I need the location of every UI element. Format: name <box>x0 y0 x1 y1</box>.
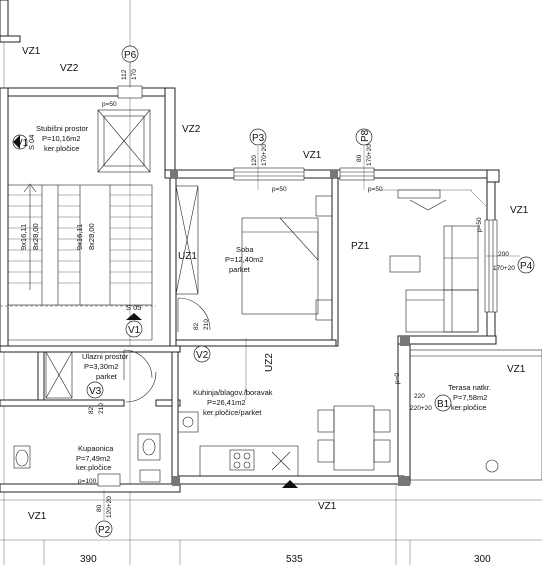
level-p3: p=50 <box>272 186 287 193</box>
room-name: Soba <box>236 245 254 254</box>
room-area: P=12,40m2 <box>225 255 264 264</box>
dim-p6-width: 112 <box>121 69 128 80</box>
wall-tag-vz1-c: VZ1 <box>510 205 529 216</box>
wall-tag-vz1-d: VZ1 <box>28 511 47 522</box>
dim-p3-height: 170+20 <box>261 144 268 166</box>
dim-p2-height: 120+20 <box>106 496 113 518</box>
wall-tag-uz2: UZ2 <box>264 353 275 372</box>
room-name: Ulazni prostor <box>82 352 129 361</box>
room-name: Terasa natkr. <box>448 383 491 392</box>
dim-p3-width: 120 <box>251 155 258 166</box>
opening-v1-stair: V1 <box>16 138 29 149</box>
opening-markers <box>12 45 535 538</box>
level-p2: p=100 <box>78 478 97 485</box>
opening-p3: P3 <box>252 133 265 144</box>
opening-p4: P4 <box>520 261 533 272</box>
opening-b1: B1 <box>437 399 450 410</box>
dim-v3-height: 210 <box>98 403 105 414</box>
opening-dimensions: 112 170 120 170+20 80 170+20 200 170+20 … <box>88 69 515 518</box>
opening-v3: V3 <box>89 386 102 397</box>
room-kupaonica: Kupaonica P=7,49m2 ker.pločice <box>76 444 114 472</box>
room-soba: Soba P=12,40m2 parket <box>225 245 264 274</box>
furniture <box>13 185 499 483</box>
dim-p2-width: 80 <box>96 504 103 512</box>
room-labels: Stubišni prostor P=10,16m2 ker.pločice S… <box>36 124 491 472</box>
opening-p2: P2 <box>98 525 111 536</box>
room-floor: ker.pločice <box>76 463 111 472</box>
dim-v3-width: 82 <box>88 406 95 414</box>
stair-tread-right: 8x28,00 <box>87 223 96 250</box>
section-s04: S 04 <box>27 135 36 150</box>
wall-tag-pz1: PZ1 <box>351 241 370 252</box>
stair <box>0 109 156 341</box>
level-p8: p=50 <box>368 186 383 193</box>
room-ulazni-prostor: Ulazni prostor P=3,30m2 parket <box>82 352 129 381</box>
opening-v1: V1 <box>128 325 141 336</box>
dimension-lines <box>103 60 520 520</box>
dim-p8-width: 80 <box>356 154 363 162</box>
room-name: Kupaonica <box>78 444 114 453</box>
room-floor: parket <box>96 372 118 381</box>
opening-v2: V2 <box>196 350 209 361</box>
room-name: Stubišni prostor <box>36 124 89 133</box>
overall-dimensions: 390 535 300 <box>80 554 491 565</box>
dim-p4-height: 170+20 <box>493 265 515 272</box>
section-s05: S 05 <box>126 303 141 312</box>
level-b1: p=0 <box>394 373 401 384</box>
wall-tag-vz1-e: VZ1 <box>318 501 337 512</box>
room-floor: ker.pločice/parket <box>203 408 262 417</box>
room-floor: ker.pločice <box>44 144 79 153</box>
dim-p6-height: 170 <box>131 69 138 80</box>
room-area: P=10,16m2 <box>42 134 81 143</box>
room-area: P=26,41m2 <box>207 398 246 407</box>
stair-tread-left: 8x28,00 <box>31 223 40 250</box>
opening-labels: P6 P3 P8 P4 P2 V1 V1 V2 V3 B1 <box>16 50 533 536</box>
dim-v2-width: 82 <box>193 322 200 330</box>
dim-b1-width: 220 <box>414 393 425 400</box>
wall-tag-vz1-f: VZ1 <box>507 364 526 375</box>
wall-tag-uz1: UZ1 <box>178 251 197 262</box>
level-notes: p=50 p=50 p=50 p=50 p=0 p=100 <box>78 101 483 485</box>
overall-dim-left: 390 <box>80 554 97 565</box>
wall-tag-vz1-a: VZ1 <box>22 46 41 57</box>
opening-p8: P8 <box>360 129 371 142</box>
room-kuhinja-boravak: Kuhinja/blagov./boravak P=26,41m2 ker.pl… <box>193 388 273 417</box>
stair-flight-left: 9x16,11 <box>19 224 28 250</box>
overall-dim-right: 300 <box>474 554 491 565</box>
wall-tag-vz1-b: VZ1 <box>303 150 322 161</box>
stair-flight-right: 9x16,11 <box>75 224 84 250</box>
dim-p4-width: 200 <box>498 251 509 258</box>
room-name: Kuhinja/blagov./boravak <box>193 388 273 397</box>
room-area: P=3,30m2 <box>84 362 118 371</box>
section-marks: S 04 S 05 <box>27 135 141 312</box>
wall-tag-vz2-b: VZ2 <box>182 124 201 135</box>
room-area: P=7,49m2 <box>76 454 110 463</box>
room-terasa: Terasa natkr. P=7,58m2 ker.pločice <box>448 383 491 412</box>
level-stair-window: p=50 <box>102 101 117 108</box>
opening-p6: P6 <box>124 50 137 61</box>
overall-dim-middle: 535 <box>286 554 303 565</box>
room-area: P=7,58m2 <box>453 393 487 402</box>
stair-notes: 9x16,11 8x28,00 9x16,11 8x28,00 <box>19 223 96 250</box>
wall-type-tags: VZ1 VZ2 VZ2 VZ1 VZ1 UZ1 PZ1 UZ2 VZ1 VZ1 … <box>22 46 529 522</box>
level-p4: p=50 <box>476 217 483 232</box>
room-floor: ker.pločice <box>451 403 486 412</box>
dim-p8-height: 170+20 <box>366 144 373 166</box>
room-stubisni-prostor: Stubišni prostor P=10,16m2 ker.pločice <box>36 124 89 153</box>
dim-b1-height: 220+20 <box>410 405 432 412</box>
dim-v2-height: 210 <box>203 319 210 330</box>
windows <box>97 85 498 487</box>
wall-tag-vz2-a: VZ2 <box>60 63 79 74</box>
room-floor: parket <box>229 265 251 274</box>
